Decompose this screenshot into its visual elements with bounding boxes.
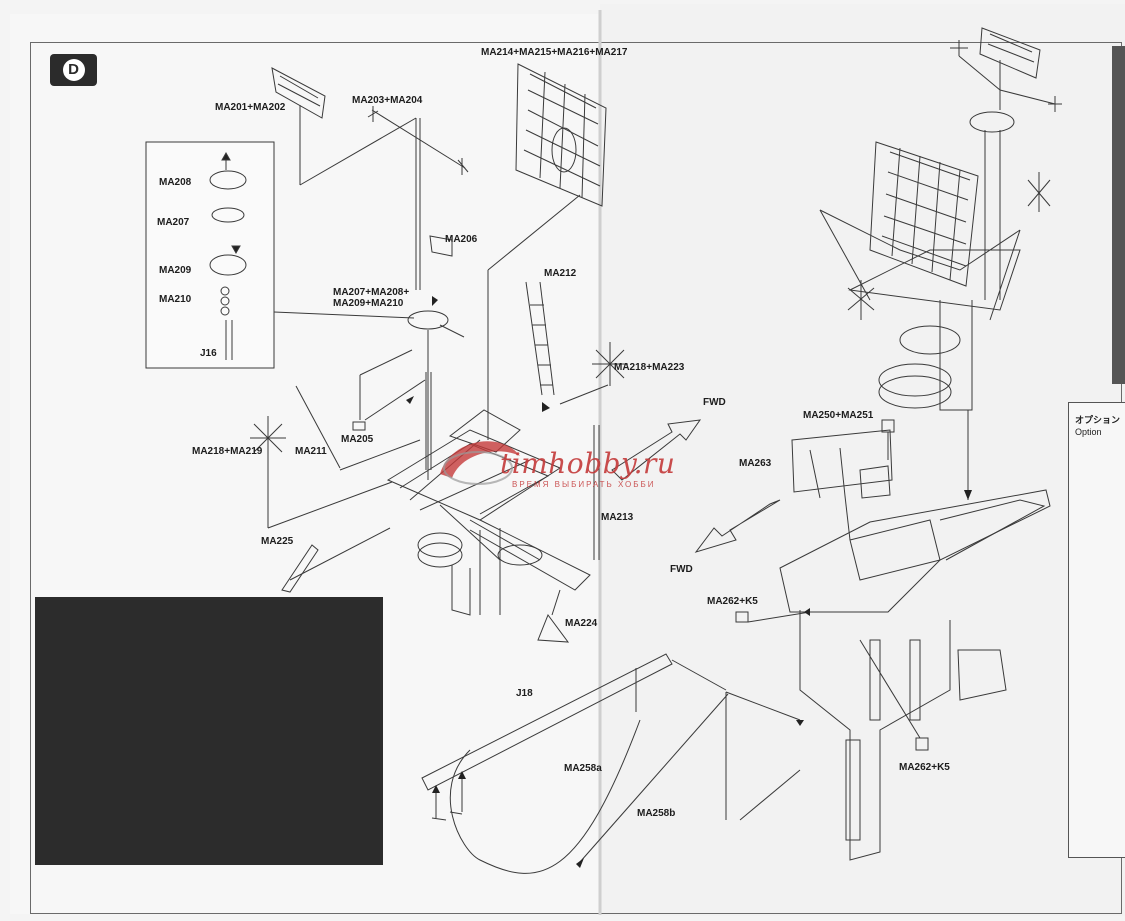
- ma203-crossbar-part: [299, 106, 469, 290]
- label-ma258a: MA258a: [564, 763, 602, 774]
- reference-photo: [35, 597, 383, 865]
- label-ma262-k5-lower: MA262+K5: [899, 762, 950, 773]
- label-fwd-lower: FWD: [670, 564, 693, 575]
- label-ma258b: MA258b: [637, 808, 676, 819]
- ma201-antenna-part: [271, 67, 326, 185]
- ma218-antenna-star-2: [250, 416, 286, 528]
- reference-photo-right-edge: [1112, 46, 1125, 384]
- step-badge: D: [50, 54, 97, 86]
- label-ma214-ma217: MA214+MA215+MA216+MA217: [481, 47, 628, 58]
- ma205-leader: [352, 349, 426, 431]
- watermark-subtext: ВРЕМЯ ВЫБИРАТЬ ХОББИ: [512, 480, 656, 489]
- ma225-part: [267, 481, 393, 593]
- label-ma224: MA224: [565, 618, 598, 629]
- label-ma218-ma223: MA218+MA223: [614, 362, 685, 373]
- ma212-ladder: [525, 281, 555, 396]
- watermark-text: timhobby.ru: [500, 447, 676, 480]
- detail-inset: [145, 141, 415, 369]
- label-ma207: MA207: [157, 217, 190, 228]
- label-ma207-ma210-line1: MA207+MA208+: [333, 287, 410, 298]
- label-ma201-ma202: MA201+MA202: [215, 102, 286, 113]
- ma207-assembly: [407, 310, 465, 480]
- fwd-arrow-upper: [611, 419, 702, 481]
- label-ma208: MA208: [159, 177, 192, 188]
- label-ma211: MA211: [295, 446, 327, 457]
- label-ma210: MA210: [159, 294, 192, 305]
- ma206-part: [429, 235, 453, 257]
- j18-boom: [421, 653, 729, 874]
- arrow-heads: [406, 296, 972, 868]
- fwd-arrow-lower: [694, 499, 781, 553]
- label-j16: J16: [200, 348, 217, 359]
- label-ma213: MA213: [601, 512, 634, 523]
- right-mast-assembly: [819, 27, 1062, 500]
- label-ma262-k5-upper: MA262+K5: [707, 596, 758, 607]
- option-title: オプション: [1075, 415, 1121, 425]
- label-ma218-ma219: MA218+MA219: [192, 446, 263, 457]
- ma218-antenna-star: [559, 342, 628, 405]
- label-ma203-ma204: MA203+MA204: [352, 95, 423, 106]
- label-ma212: MA212: [544, 268, 577, 279]
- label-ma206: MA206: [445, 234, 478, 245]
- ma211-rod: [295, 385, 341, 469]
- label-ma263: MA263: [739, 458, 772, 469]
- option-box: オプション Option: [1068, 402, 1125, 858]
- label-ma209: MA209: [159, 265, 192, 276]
- right-page: [600, 4, 1125, 916]
- step-letter: D: [62, 59, 85, 81]
- option-subtitle: Option: [1075, 427, 1102, 437]
- label-ma225: MA225: [261, 536, 294, 547]
- label-ma207-ma210-line2: MA209+MA210: [333, 298, 404, 309]
- label-j18: J18: [516, 688, 533, 699]
- label-fwd-upper: FWD: [703, 397, 726, 408]
- label-ma250-ma251: MA250+MA251: [803, 410, 874, 421]
- ma224-part: [537, 589, 570, 643]
- label-ma205: MA205: [341, 434, 374, 445]
